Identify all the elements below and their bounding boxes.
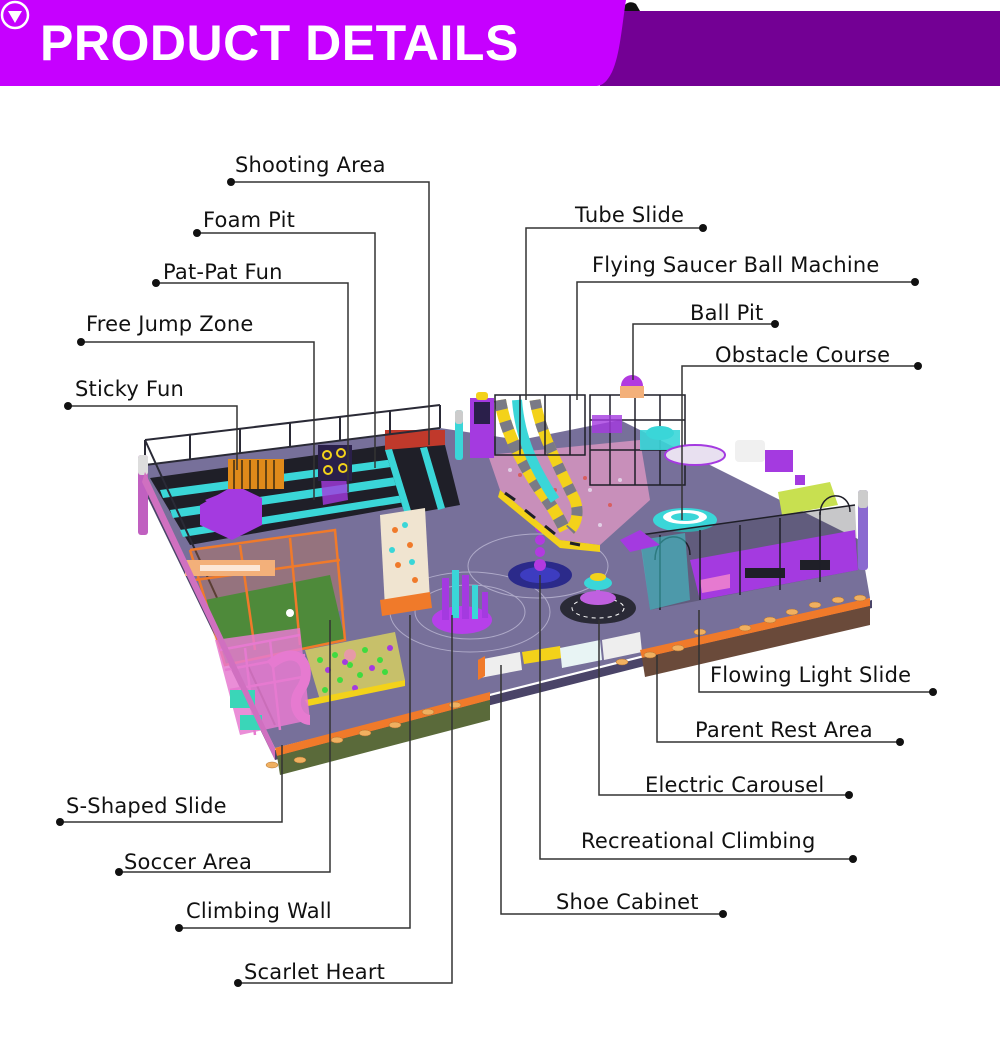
flowing-light-slide xyxy=(620,490,868,610)
leader-dots xyxy=(56,178,937,987)
stools xyxy=(265,594,867,769)
page-header: PRODUCT DETAILS xyxy=(0,0,1000,86)
label-obstacle-course: Obstacle Course xyxy=(715,343,891,367)
label-foam-pit: Foam Pit xyxy=(203,208,296,232)
leader-lines xyxy=(60,181,933,984)
climbing-wall xyxy=(380,508,432,616)
label-recreational-climbing: Recreational Climbing xyxy=(581,829,816,853)
soccer-area xyxy=(185,528,347,667)
label-shoe-cabinet: Shoe Cabinet xyxy=(556,890,699,914)
electric-carousel xyxy=(560,573,636,624)
label-scarlet-heart: Scarlet Heart xyxy=(244,960,386,984)
label-flying-saucer-ball-machine: Flying Saucer Ball Machine xyxy=(592,253,880,277)
label-pat-pat-fun: Pat-Pat Fun xyxy=(163,260,283,284)
s-shaped-slide xyxy=(215,628,311,736)
label-parent-rest-area: Parent Rest Area xyxy=(695,718,873,742)
scarlet-heart xyxy=(432,570,492,634)
label-climbing-wall: Climbing Wall xyxy=(186,899,332,923)
label-flowing-light-slide: Flowing Light Slide xyxy=(710,663,912,687)
shoe-cabinet xyxy=(478,632,642,680)
label-sticky-fun: Sticky Fun xyxy=(75,377,185,401)
label-electric-carousel: Electric Carousel xyxy=(645,773,825,797)
label-shooting-area: Shooting Area xyxy=(235,153,386,177)
label-free-jump-zone: Free Jump Zone xyxy=(86,312,254,336)
label-soccer-area: Soccer Area xyxy=(124,850,253,874)
label-tube-slide: Tube Slide xyxy=(575,203,685,227)
trampoline-zone xyxy=(138,404,463,726)
header-banner xyxy=(0,0,1000,86)
page-title: PRODUCT DETAILS xyxy=(40,15,519,71)
label-s-shaped-slide: S-Shaped Slide xyxy=(66,794,227,818)
chevron-down-circle-icon[interactable] xyxy=(0,0,30,30)
label-ball-pit: Ball Pit xyxy=(690,301,764,325)
